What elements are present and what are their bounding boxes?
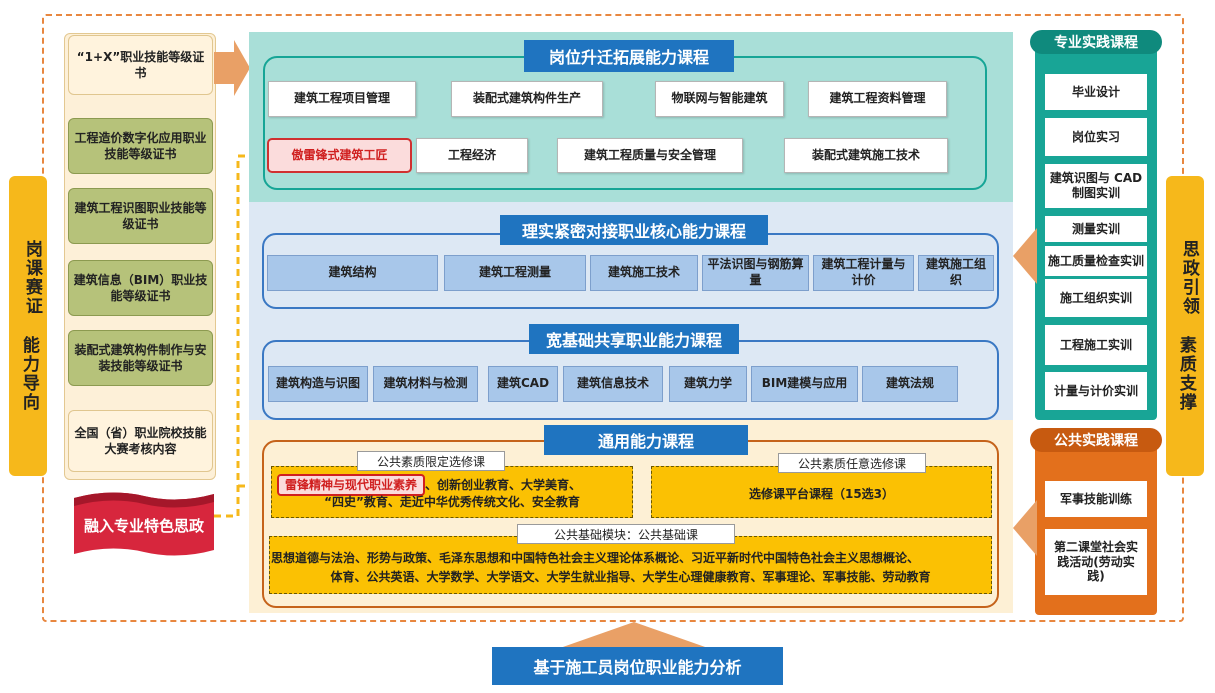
- left-banner-line1: 岗课赛证: [21, 240, 42, 316]
- course-project-management: 建筑工程项目管理: [268, 81, 416, 117]
- public-social-practice: 第二课堂社会实践活动(劳动实践): [1045, 529, 1147, 595]
- basic-courses-line1: 思想道德与法治、形势与政策、毛泽东思想和中国特色社会主义理论体系概论、习近平新时…: [271, 551, 920, 565]
- certificate-contest: 全国（省）职业院校技能大赛考核内容: [68, 410, 213, 472]
- course-information-tech: 建筑信息技术: [563, 366, 663, 402]
- course-surveying: 建筑工程测量: [444, 255, 586, 291]
- practice-graduation-design: 毕业设计: [1045, 74, 1147, 110]
- course-cad: 建筑CAD: [488, 366, 558, 402]
- course-measurement-pricing: 建筑工程计量与计价: [813, 255, 914, 291]
- optional-electives-panel: 选修课平台课程（15选3）: [651, 466, 992, 518]
- course-regulations: 建筑法规: [862, 366, 958, 402]
- practice-construction: 工程施工实训: [1045, 325, 1147, 365]
- basic-courses-line2: 体育、公共英语、大学数学、大学语文、大学生就业指导、大学生心理健康教育、军事理论…: [330, 569, 931, 584]
- optional-electives-label: 公共素质任意选修课: [778, 453, 926, 473]
- course-construction-drawing: 建筑构造与识图: [268, 366, 368, 402]
- practice-title: 专业实践课程: [1030, 30, 1162, 54]
- ribbon-shape: [74, 492, 214, 556]
- section3-title: 宽基础共享职业能力课程: [529, 324, 739, 354]
- course-iot-building: 物联网与智能建筑: [655, 81, 784, 117]
- course-rebar-quantity: 平法识图与钢筋算量: [702, 255, 809, 291]
- practice-organization: 施工组织实训: [1045, 279, 1147, 317]
- course-documentation: 建筑工程资料管理: [808, 81, 947, 117]
- limited-electives-line1: 雷锋精神与现代职业素养、创新创业教育、大学美育、: [277, 474, 629, 496]
- course-mechanics: 建筑力学: [669, 366, 747, 402]
- course-leifeng-craftsman: 傲雷锋式建筑工匠: [267, 138, 412, 173]
- course-structure: 建筑结构: [267, 255, 438, 291]
- public-military-training: 军事技能训练: [1045, 481, 1147, 517]
- limited-electives-label: 公共素质限定选修课: [357, 451, 505, 471]
- left-banner-line2: 能力导向: [18, 336, 39, 412]
- course-construction-organization: 建筑施工组织: [918, 255, 994, 291]
- public-arrow-icon: [1013, 500, 1037, 556]
- course-construction-technique: 建筑施工技术: [590, 255, 698, 291]
- practice-pricing: 计量与计价实训: [1045, 372, 1147, 410]
- left-banner: 岗课赛证 能力导向: [9, 176, 47, 476]
- certificate-drawing: 建筑工程识图职业技能等级证书: [68, 188, 213, 244]
- ribbon-label: 融入专业特色思政: [83, 517, 204, 536]
- practice-internship: 岗位实习: [1045, 118, 1147, 156]
- course-quality-safety: 建筑工程质量与安全管理: [557, 138, 743, 173]
- course-materials-testing: 建筑材料与检测: [373, 366, 478, 402]
- certificate-1x: “1+X”职业技能等级证书: [68, 35, 213, 95]
- leifeng-spirit-highlight: 雷锋精神与现代职业素养: [277, 474, 426, 496]
- cert-arrow-icon: [214, 40, 250, 96]
- right-banner-line1: 思政引领: [1178, 240, 1199, 316]
- certificate-column: [64, 33, 216, 480]
- bottom-up-arrow-icon: [560, 622, 708, 648]
- course-bim-modeling: BIM建模与应用: [751, 366, 858, 402]
- section1-title: 岗位升迁拓展能力课程: [524, 40, 734, 72]
- right-banner-line2: 素质支撑: [1175, 336, 1196, 412]
- practice-surveying: 测量实训: [1045, 216, 1147, 242]
- certificate-prefab: 装配式建筑构件制作与安装技能等级证书: [68, 330, 213, 386]
- certificate-bim: 建筑信息（BIM）职业技能等级证书: [68, 260, 213, 316]
- course-prefab-production: 装配式建筑构件生产: [451, 81, 603, 117]
- right-banner: 思政引领 素质支撑: [1166, 176, 1204, 476]
- basic-courses-panel: [269, 536, 992, 594]
- certificate-cost: 工程造价数字化应用职业技能等级证书: [68, 118, 213, 174]
- basic-courses-label: 公共基础模块：公共基础课: [517, 524, 735, 544]
- limited-electives-line2: “四史”教育、走近中华优秀传统文化、安全教育: [324, 494, 580, 509]
- section4-title: 通用能力课程: [544, 425, 748, 455]
- limited-electives-rest1: 、创新创业教育、大学美育、: [425, 478, 582, 492]
- practice-quality-inspection: 施工质量检查实训: [1045, 246, 1147, 276]
- practice-arrow-icon: [1013, 228, 1037, 284]
- course-engineering-economics: 工程经济: [416, 138, 528, 173]
- public-practice-title: 公共实践课程: [1030, 428, 1162, 452]
- practice-cad-drawing: 建筑识图与 CAD 制图实训: [1045, 164, 1147, 208]
- section2-title: 理实紧密对接职业核心能力课程: [500, 215, 768, 245]
- course-prefab-construction: 装配式建筑施工技术: [784, 138, 948, 173]
- bottom-label: 基于施工员岗位职业能力分析: [492, 647, 783, 685]
